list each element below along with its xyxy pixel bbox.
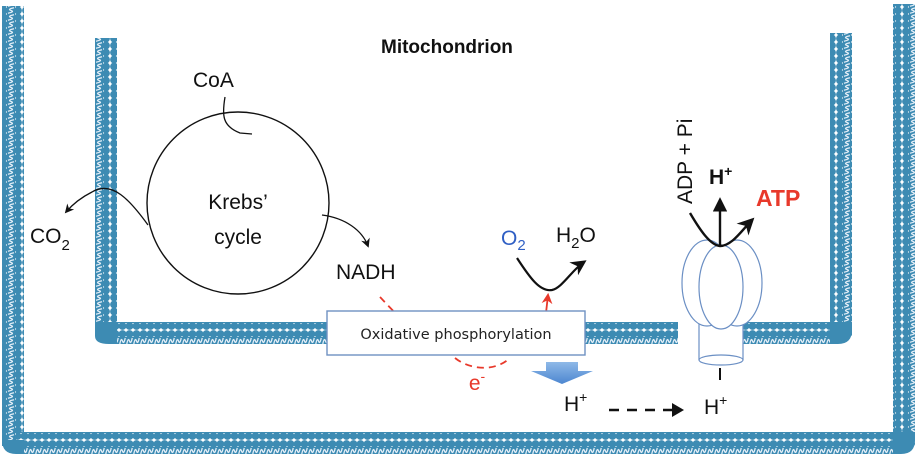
adp-pi-label: ADP + Pi xyxy=(674,119,697,204)
krebs-cycle-circle xyxy=(146,111,330,295)
nadh-label: NADH xyxy=(336,261,396,284)
krebs-label-line1: Krebs’ xyxy=(208,191,268,214)
electron-path-under xyxy=(454,357,511,369)
atp-label: ATP xyxy=(756,185,800,211)
outer-membrane xyxy=(2,4,915,454)
nadh-arrow xyxy=(321,214,370,248)
atp-synthase xyxy=(681,239,763,380)
krebs-cycle: Krebs’ cycle xyxy=(146,111,330,295)
krebs-label-line2: cycle xyxy=(214,226,262,249)
oxidative-phosphorylation-box: Oxidative phosphorylation xyxy=(326,310,586,356)
oxygen-label: O2 xyxy=(501,227,526,254)
co2-label: CO2 xyxy=(30,225,70,254)
proton-pump-arrow-icon xyxy=(531,362,593,384)
proton-left-label: H+ xyxy=(564,389,587,416)
co2-arrow xyxy=(64,187,149,226)
proton-flow-arrowhead-icon xyxy=(672,403,684,417)
water-label: H2O xyxy=(556,224,596,252)
electron-label: e- xyxy=(469,368,486,395)
coa-label: CoA xyxy=(193,69,234,92)
electron-arrow-out xyxy=(541,292,553,314)
oxygen-to-water-arrow xyxy=(516,257,587,292)
proton-right-label: H+ xyxy=(704,392,727,419)
diagram-title: Mitochondrion xyxy=(381,37,513,58)
coa-input-line xyxy=(222,96,253,135)
inner-membrane xyxy=(95,33,852,344)
proton-top-label: H+ xyxy=(709,163,732,189)
oxidative-phosphorylation-label: Oxidative phosphorylation xyxy=(360,327,551,343)
electron-path-in xyxy=(379,296,399,317)
